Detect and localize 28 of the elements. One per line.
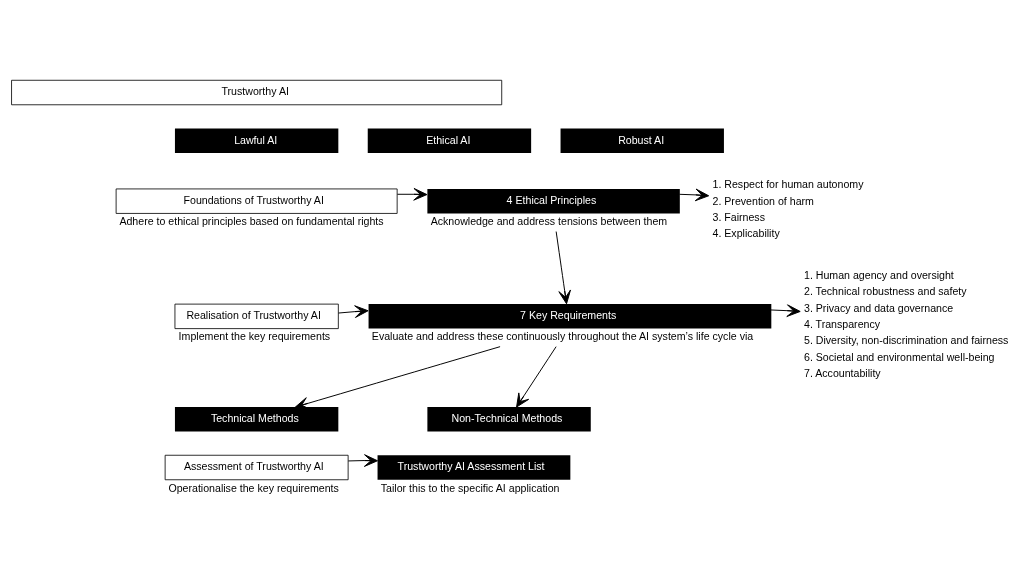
node-box: 7 Key Requirements xyxy=(368,303,772,329)
node-box: Trustworthy AI xyxy=(11,79,503,105)
node-box: Ethical AI xyxy=(367,127,532,153)
arrow xyxy=(516,345,557,408)
arrow xyxy=(347,453,378,467)
node-box: Lawful AI xyxy=(174,127,339,153)
arrow xyxy=(679,188,710,201)
node-box: Foundations of Trustworthy AI xyxy=(115,188,398,214)
arrow xyxy=(770,303,801,317)
arrow xyxy=(338,304,369,318)
node-label: Acknowledge and address tensions between them xyxy=(430,214,668,227)
node-box: Technical Methods xyxy=(174,406,339,432)
node-text: 1. Respect for human autonomy 2. Prevention of harm 3. Fairness 4. Explicability xyxy=(712,177,864,239)
arrow xyxy=(555,230,571,304)
arrow xyxy=(396,187,428,201)
node-label: Tailor this to the specific AI application xyxy=(380,481,560,494)
node-box: Assessment of Trustworthy AI xyxy=(164,454,349,480)
node-box: Realisation of Trustworthy AI xyxy=(174,303,339,329)
node-label: Operationalise the key requirements xyxy=(168,481,339,494)
node-label: Evaluate and address these continuously throughout the AI system’s life cycle via xyxy=(371,329,754,342)
node-box: Trustworthy AI Assessment List xyxy=(377,454,571,480)
node-label: Implement the key requirements xyxy=(178,329,331,342)
node-box: Non-Technical Methods xyxy=(427,406,591,432)
node-box: 4 Ethical Principles xyxy=(427,188,680,213)
arrow xyxy=(294,345,501,409)
node-text: 1. Human agency and oversight 2. Technical robustness and safety 3. Privacy and data governance 4. Transparency 5. Diversity, non-discrimination and fairness 6. Societal and environmental well-being 7. Accountability xyxy=(804,268,1009,379)
node-label: Adhere to ethical principles based on fundamental rights xyxy=(119,214,384,227)
node-box: Robust AI xyxy=(560,127,724,153)
